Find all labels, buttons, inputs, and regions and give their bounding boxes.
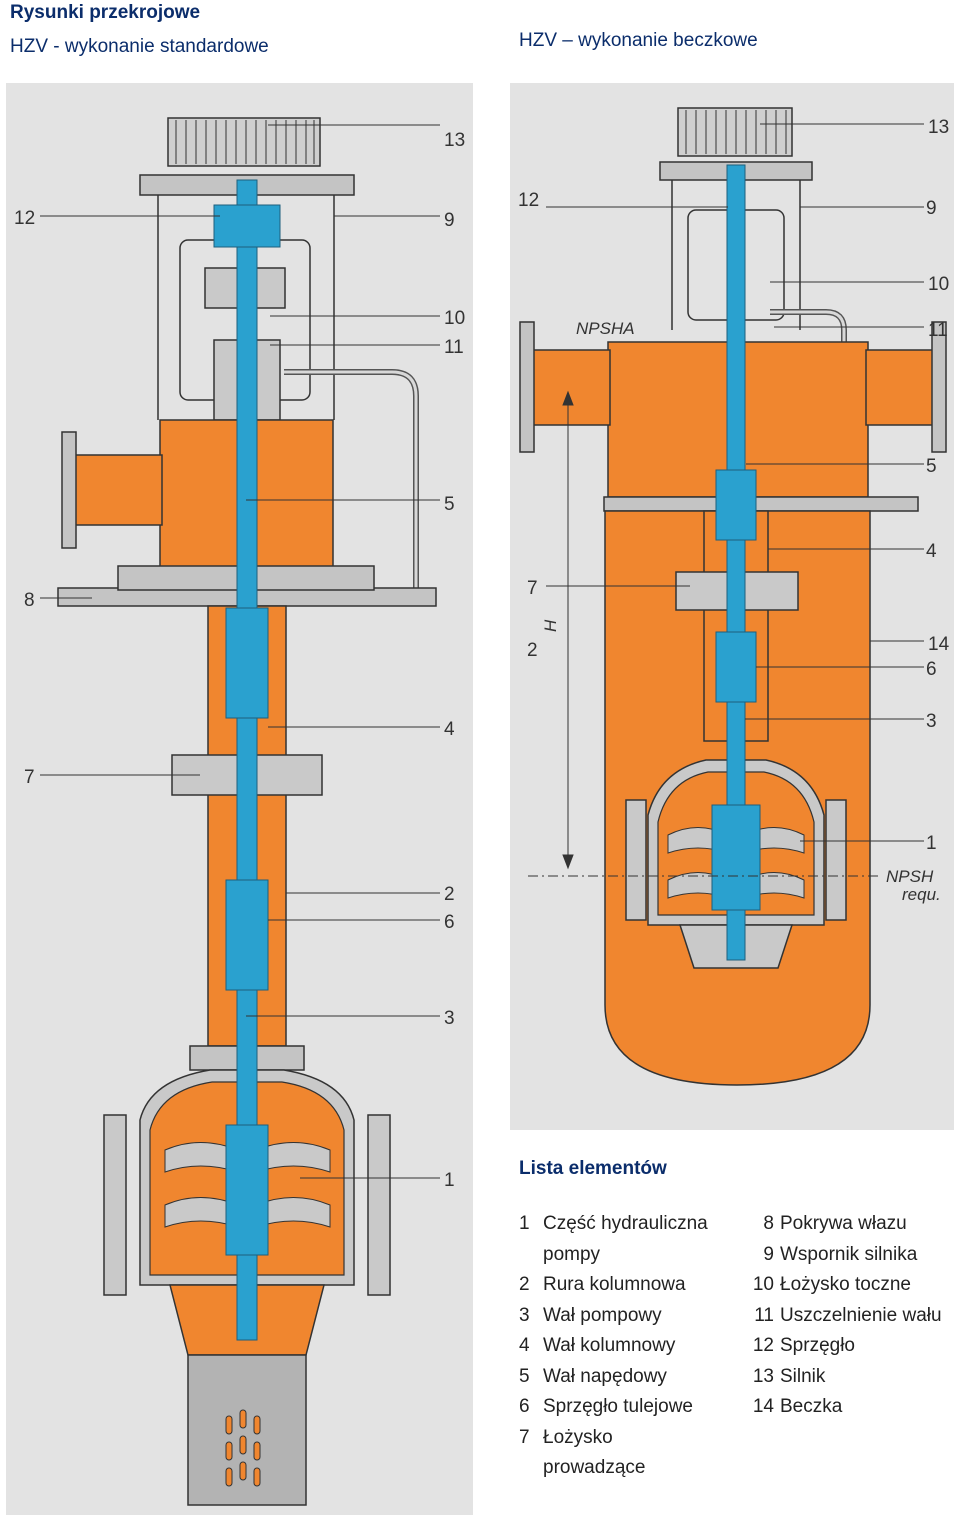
left-callout-12: 12 [14, 208, 35, 229]
left-callout-6: 6 [444, 912, 455, 933]
right-callout-10: 10 [928, 274, 949, 295]
h-dimension-label: H [541, 619, 560, 632]
right-callout-6: 6 [926, 659, 937, 680]
right-leader-lines [546, 123, 924, 842]
right-shaft [711, 164, 761, 961]
right-motor [659, 107, 813, 181]
left-callout-1: 1 [444, 1170, 455, 1191]
left-callout-2: 2 [444, 884, 455, 905]
right-callout-9: 9 [926, 198, 937, 219]
right-callout-13: 13 [928, 117, 949, 138]
right-h-dimension [528, 390, 880, 877]
left-figure-subtitle: HZV - wykonanie standardowe [10, 36, 269, 57]
npsh-required-label-line2: requ. [902, 885, 941, 904]
standard-design-drawing: 13 12 9 10 11 5 8 4 7 2 6 3 1 [6, 83, 473, 1515]
left-callout-7: 7 [24, 767, 35, 788]
right-callout-7: 7 [527, 578, 538, 599]
left-callout-4: 4 [444, 719, 455, 740]
left-callout-13: 13 [444, 130, 465, 151]
right-callout-5: 5 [926, 456, 937, 477]
page-title: Rysunki przekrojowe [10, 2, 201, 23]
npsha-label: NPSHA [576, 319, 635, 338]
right-callout-4: 4 [926, 541, 937, 562]
legend-item: pompy [543, 1243, 601, 1265]
right-callout-14: 14 [928, 634, 950, 655]
left-callout-9: 9 [444, 210, 455, 231]
left-callout-3: 3 [444, 1008, 455, 1029]
right-callout-11: 11 [928, 320, 948, 341]
left-callout-8: 8 [24, 590, 35, 611]
left-motor [139, 117, 355, 196]
right-figure-subtitle: HZV – wykonanie beczkowe [519, 30, 758, 51]
left-callout-5: 5 [444, 494, 455, 515]
left-callout-10: 10 [444, 308, 465, 329]
legend-title: Lista elementów [519, 1158, 667, 1179]
barrel-design-drawing: 13 12 9 10 11 5 4 7 2 14 6 3 1 NPSHA H N… [510, 83, 954, 1130]
left-suction-strainer [187, 1354, 307, 1506]
legend-item: prowadzące [543, 1457, 646, 1478]
left-leader-lines [40, 124, 440, 1179]
left-callout-11: 11 [444, 337, 464, 358]
right-callout-2: 2 [527, 640, 538, 661]
left-shaft [213, 179, 281, 1341]
right-callout-12: 12 [518, 190, 539, 211]
right-callout-3: 3 [926, 711, 937, 732]
right-callout-1: 1 [926, 833, 937, 854]
npsh-required-label-line1: NPSH [886, 867, 934, 886]
